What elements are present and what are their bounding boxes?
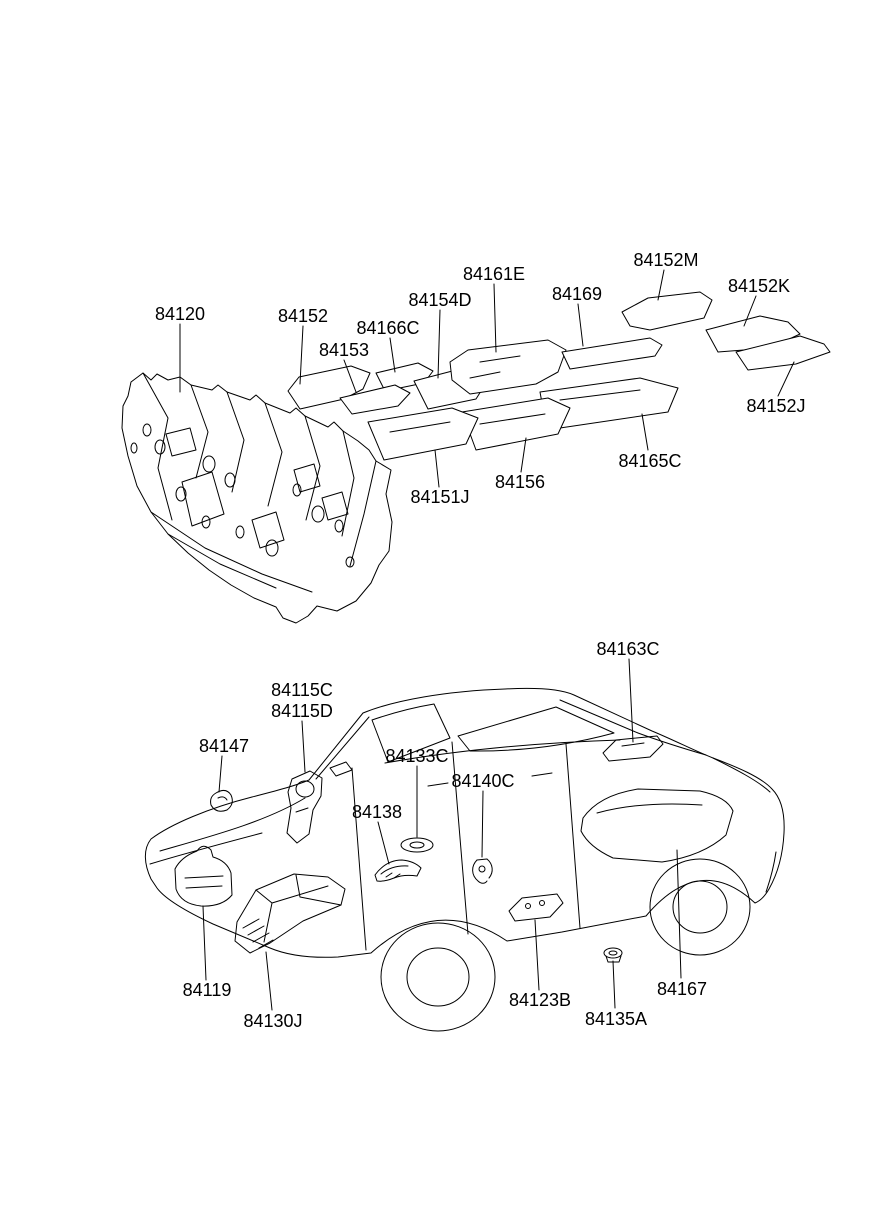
firewall-pad-cutouts <box>165 427 349 549</box>
label-84115D[interactable]: 84115D <box>271 701 333 721</box>
label-84140C[interactable]: 84140C <box>451 771 515 791</box>
car-front-door-edge <box>351 767 367 951</box>
leader-84152 <box>299 325 304 385</box>
label-84119[interactable]: 84119 <box>182 980 232 1000</box>
leader-84165C <box>641 413 649 451</box>
label-84138[interactable]: 84138 <box>351 802 403 822</box>
car-windshield-pillar <box>315 716 370 780</box>
car-trunk-line <box>712 757 771 793</box>
car-door-handles <box>427 772 553 787</box>
car-b-pillar-doorline <box>451 741 469 935</box>
leader-84130J <box>265 951 273 1011</box>
clip-84140C <box>472 858 493 884</box>
label-84123B[interactable]: 84123B <box>508 990 572 1010</box>
pad-84153 <box>339 384 411 415</box>
label-84135A[interactable]: 84135A <box>584 1009 648 1029</box>
car-bumper-line <box>149 832 263 865</box>
front-wheel-hub <box>406 947 470 1007</box>
car-side-mirror <box>329 761 353 777</box>
pad-84156-detail <box>479 413 546 425</box>
label-84147[interactable]: 84147 <box>198 736 250 756</box>
car-body-outline <box>144 687 785 958</box>
label-84115C[interactable]: 84115C <box>271 680 333 700</box>
firewall-pad-84120 <box>121 372 393 624</box>
car-beltline <box>384 739 621 764</box>
rear-wheel-hub <box>672 880 728 934</box>
pad-84156 <box>461 397 571 451</box>
pad-84138 <box>374 859 422 882</box>
leader-84119 <box>202 905 207 981</box>
leader-84152K <box>743 295 757 327</box>
leader-84163C <box>628 658 634 743</box>
leader-84166C <box>389 337 396 373</box>
leader-84140C <box>481 790 484 858</box>
pad-84119 <box>174 845 233 907</box>
label-84167[interactable]: 84167 <box>656 979 708 999</box>
leader-84123B <box>534 919 540 991</box>
front-wheel <box>380 922 496 1032</box>
pad-84169 <box>561 337 663 370</box>
leader-84169 <box>577 303 584 347</box>
pad-84152 <box>287 365 371 410</box>
pad-84152M <box>621 291 713 331</box>
label-84152[interactable]: 84152 <box>277 306 329 326</box>
pad-84130J <box>234 873 346 954</box>
label-84163C[interactable]: 84163C <box>596 639 660 659</box>
car-rear-bumper-line <box>765 851 777 893</box>
leader-84147 <box>218 755 223 793</box>
floor-pads-group <box>287 291 831 461</box>
leader-84153 <box>343 359 357 393</box>
label-84154D[interactable]: 84154D <box>408 290 472 310</box>
small-parts-group <box>174 735 734 963</box>
label-84153[interactable]: 84153 <box>318 340 370 360</box>
leader-84135A <box>612 960 616 1009</box>
pad-84163C <box>602 735 664 762</box>
leader-lines <box>179 269 795 1011</box>
pad-84133C <box>400 837 434 853</box>
label-84152K[interactable]: 84152K <box>727 276 791 296</box>
pad-84115C-84115D <box>286 770 323 844</box>
leader-84115 <box>301 720 306 773</box>
label-84169[interactable]: 84169 <box>551 284 603 304</box>
pad-84167 <box>580 788 734 863</box>
label-84152J[interactable]: 84152J <box>746 396 806 416</box>
car-front-window <box>371 703 451 763</box>
label-84152M[interactable]: 84152M <box>633 250 699 270</box>
pad-84151J-detail <box>389 421 451 433</box>
plug-84135A <box>603 947 623 963</box>
pad-84161E-detail <box>469 355 521 379</box>
pad-84165C-detail <box>559 389 641 401</box>
leader-84138 <box>377 821 390 865</box>
leader-84151J <box>434 449 440 488</box>
pad-84161E <box>449 339 567 395</box>
leader-84156 <box>520 437 527 473</box>
label-84165C[interactable]: 84165C <box>618 451 682 471</box>
car-hood-line <box>159 797 306 852</box>
label-84130J[interactable]: 84130J <box>243 1011 303 1031</box>
leader-84154D <box>437 309 441 379</box>
rear-wheel <box>649 858 751 956</box>
grommet-84147 <box>210 789 233 812</box>
label-84156[interactable]: 84156 <box>494 472 546 492</box>
car-rear-glass-line <box>559 699 707 756</box>
pad-84151J <box>367 407 479 461</box>
leader-84152J <box>777 361 795 397</box>
pad-84152J <box>735 335 831 371</box>
leader-84167 <box>676 849 682 979</box>
label-84120[interactable]: 84120 <box>154 304 206 324</box>
leader-84152M <box>657 269 665 301</box>
firewall-pad-creases <box>142 372 377 593</box>
label-84151J[interactable]: 84151J <box>410 487 470 507</box>
car-rear-window <box>457 706 615 752</box>
firewall-pad-outline <box>121 372 393 624</box>
label-84161E[interactable]: 84161E <box>462 264 526 284</box>
label-84166C[interactable]: 84166C <box>356 318 420 338</box>
pad-84123B <box>508 893 564 922</box>
label-84133C[interactable]: 84133C <box>385 746 449 766</box>
firewall-pad-holes <box>130 423 355 568</box>
car-rear-door-edge <box>565 743 581 929</box>
leader-84161E <box>493 283 497 353</box>
